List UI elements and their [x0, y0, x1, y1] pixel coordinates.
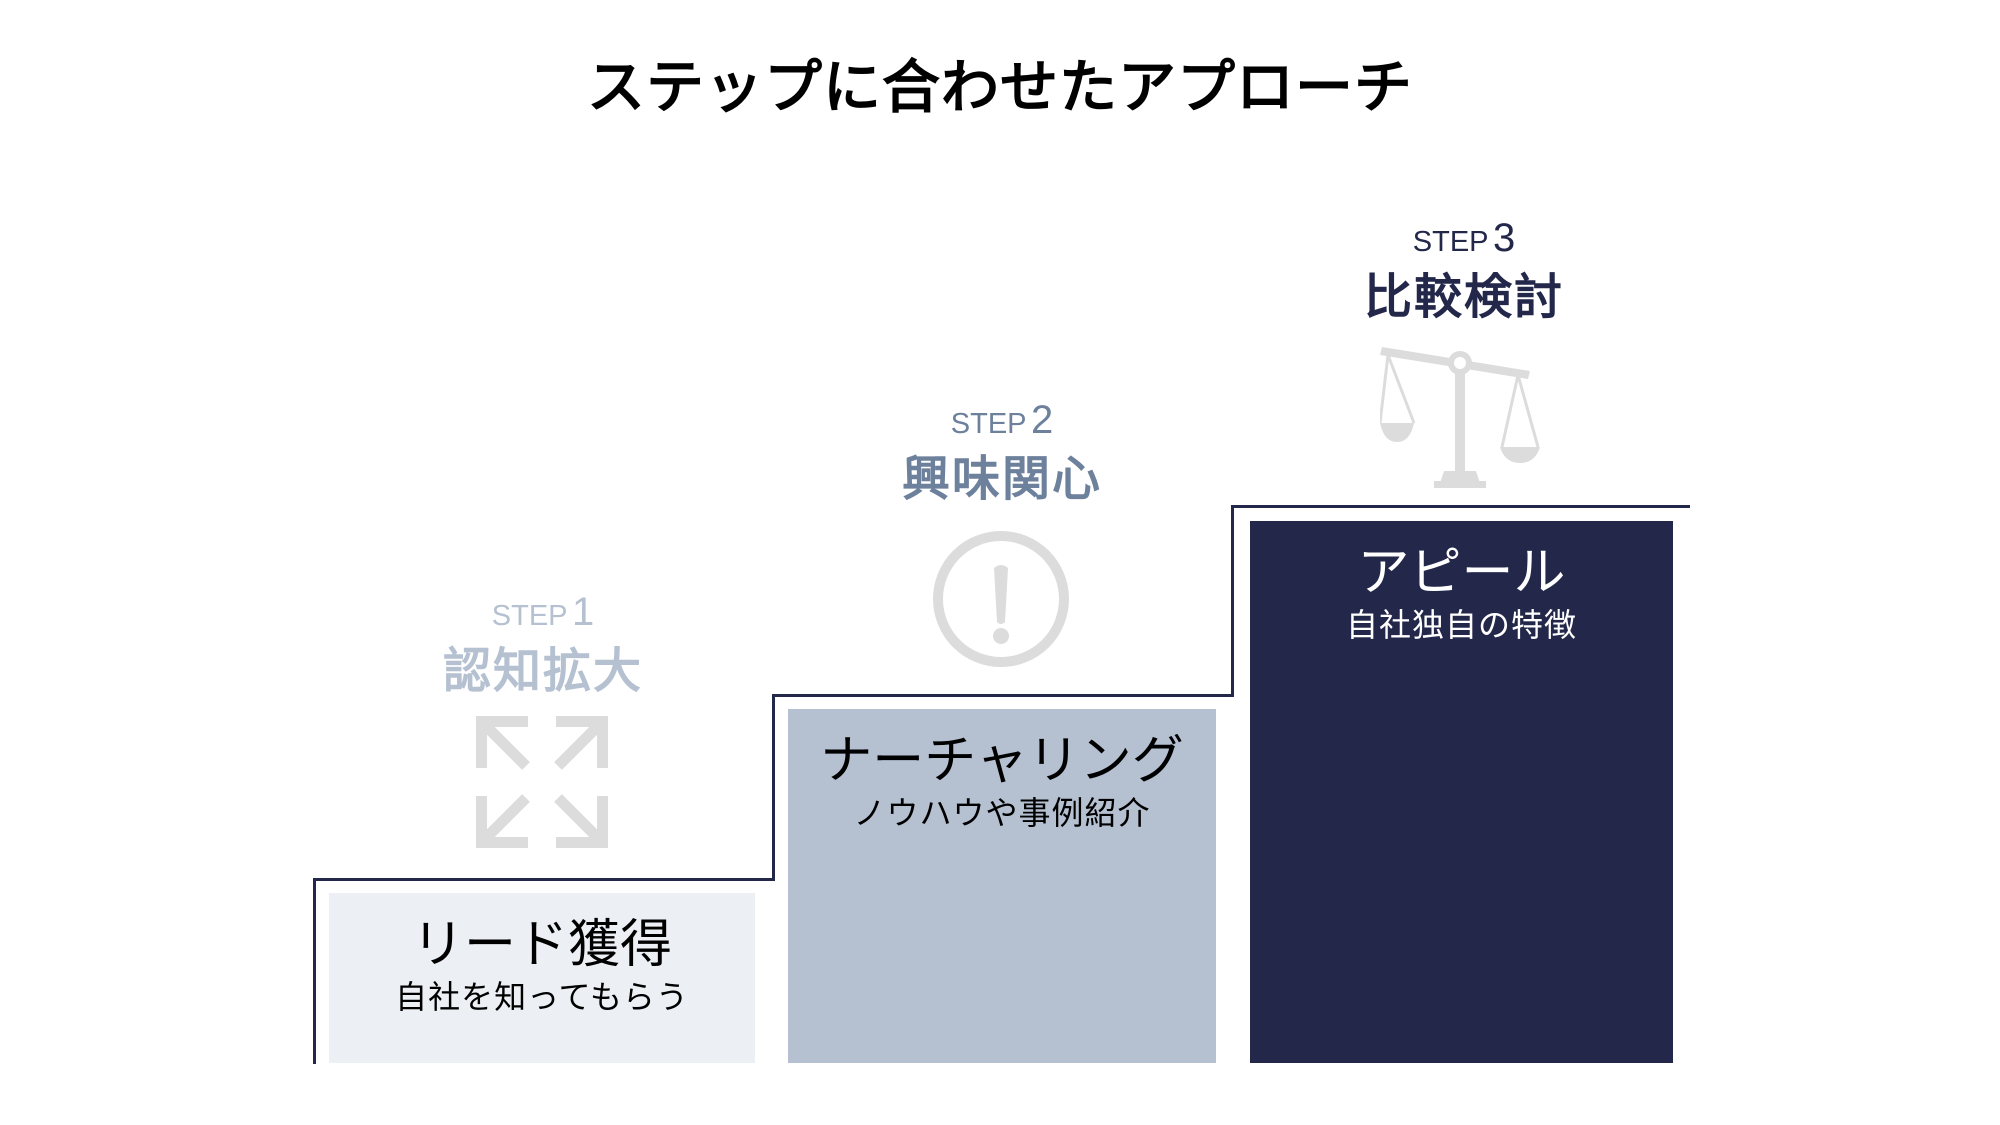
step-1-box-title: リード獲得 [411, 915, 672, 975]
step-3-box-title: アピール [1357, 543, 1566, 603]
step-1-number-label: STEP 1 [343, 590, 743, 643]
step-3-number-label: STEP 3 [1264, 216, 1664, 269]
step-1-label: STEP 1 認知拡大 [343, 590, 743, 699]
step-1-box: リード獲得 自社を知ってもらう [329, 893, 755, 1063]
stair-line-horizontal-3 [1231, 505, 1690, 508]
step-number: 2 [1030, 398, 1054, 442]
step-2-number-label: STEP 2 [802, 398, 1202, 451]
stair-line-horizontal-2 [772, 694, 1234, 697]
page-title: ステップに合わせたアプローチ [586, 53, 1413, 121]
step-word: STEP [491, 600, 568, 632]
step-3-box: アピール 自社独自の特徴 [1250, 521, 1673, 1063]
stair-line-horizontal-1 [313, 878, 775, 881]
step-3-heading: 比較検討 [1363, 269, 1564, 325]
step-2-label: STEP 2 興味関心 [802, 398, 1202, 507]
exclamation-circle-icon [933, 531, 1069, 667]
step-2-heading: 興味関心 [901, 451, 1102, 507]
step-number: 1 [571, 590, 595, 634]
step-2-box-title: ナーチャリング [820, 731, 1184, 791]
stair-line-vertical-1 [313, 878, 316, 1064]
stair-line-vertical-3 [1231, 505, 1234, 697]
step-1-box-subtitle: 自社を知ってもらう [395, 978, 689, 1016]
step-3-label: STEP 3 比較検討 [1264, 216, 1664, 325]
step-number: 3 [1492, 216, 1516, 260]
step-3-box-subtitle: 自社独自の特徴 [1345, 606, 1577, 644]
step-1-heading: 認知拡大 [442, 643, 643, 699]
step-2-box-subtitle: ノウハウや事例紹介 [853, 794, 1151, 832]
stair-line-vertical-2 [772, 694, 775, 881]
balance-scale-icon [1380, 347, 1540, 488]
step-word: STEP [1412, 226, 1489, 258]
step-2-box: ナーチャリング ノウハウや事例紹介 [788, 709, 1216, 1063]
step-word: STEP [950, 408, 1027, 440]
expand-arrows-icon [476, 716, 608, 848]
